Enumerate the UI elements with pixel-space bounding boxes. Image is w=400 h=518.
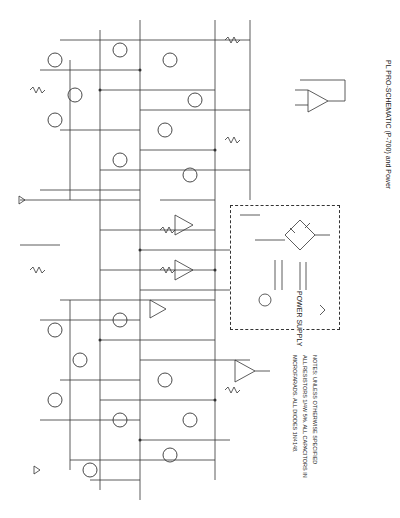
power-supply-box: POWER SUPPLY — [230, 205, 340, 330]
box-label: POWER SUPPLY — [296, 291, 303, 347]
drawing-title: PL PRO-SCHEMATIC (P-700) and Power — [385, 60, 392, 189]
note-text: NOTES: UNLESS OTHERWISE SPECIFIED — [312, 355, 318, 464]
note-text: ALL RESISTORS 1/4W 5%. ALL CAPACITORS IN — [302, 355, 308, 478]
note-text: MICROFARADS. ALL DIODES 1N4148. — [292, 355, 298, 453]
